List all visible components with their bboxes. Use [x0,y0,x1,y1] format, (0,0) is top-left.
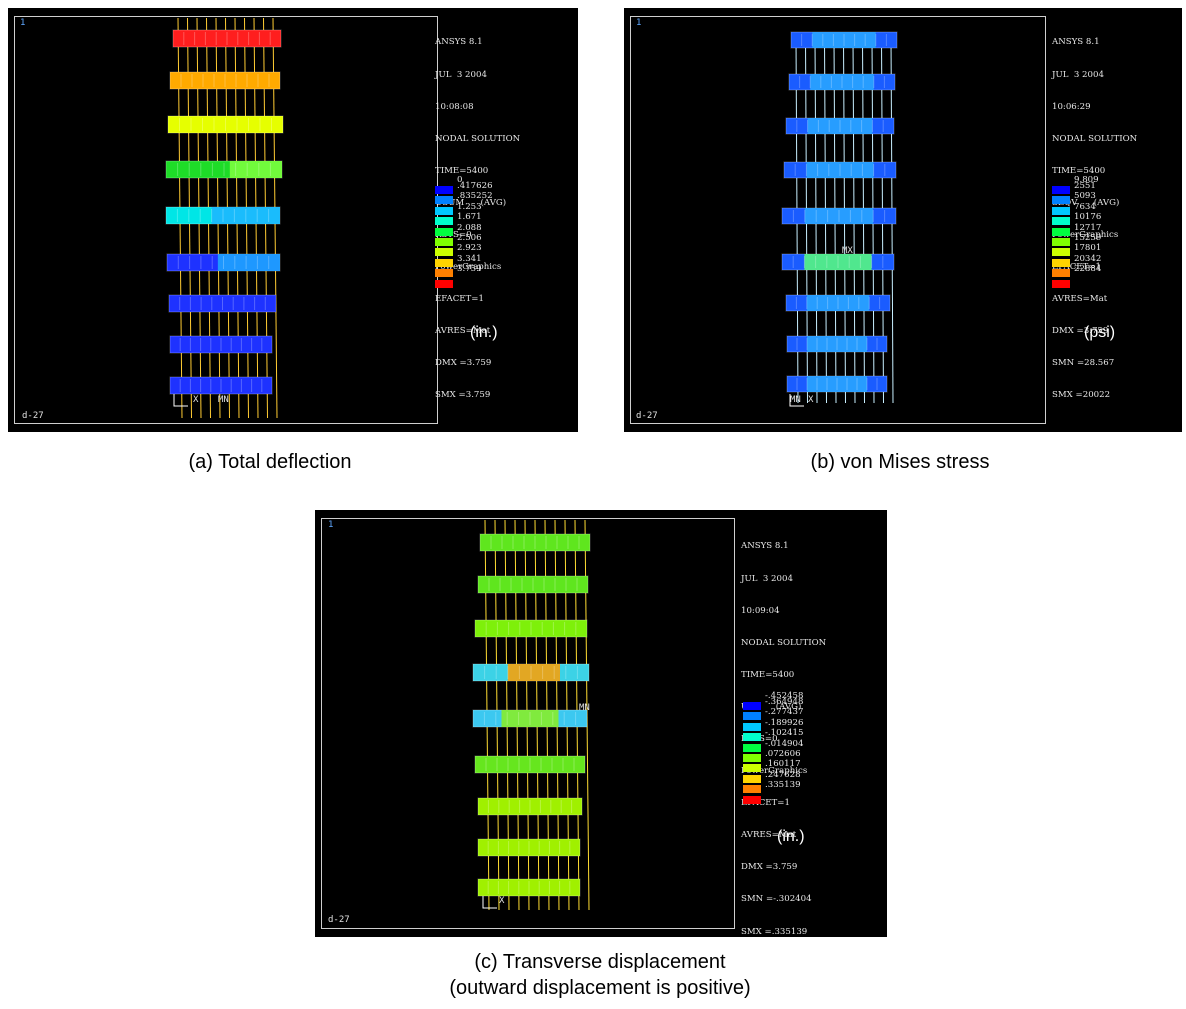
legend-swatch [435,206,453,215]
contour-band [477,878,581,897]
contour-region [217,254,280,271]
displacement-contour-model [472,519,591,911]
mn-marker-label: MN [218,395,229,405]
legend-swatch [1052,269,1070,278]
contour-region [229,161,282,178]
contour-band [477,838,581,857]
panel-total-deflection: 1 d-27 X MN ANSYS 8.1 JUL 3 2004 10:08:0… [8,8,578,432]
contour-region [501,710,559,727]
legend-swatch [435,196,453,205]
deflection-contour-model [165,17,284,419]
legend-swatch [435,217,453,226]
solution-info: ANSYS 8.1 JUL 3 2004 10:08:08 NODAL SOLU… [435,37,521,401]
legend-min-value: -.452458 [765,691,804,701]
legend-swatch [743,712,761,721]
contour-region [807,336,867,352]
legend-swatch [435,186,453,194]
axis-triad-icon [789,394,804,407]
legend-min-value: 0 [457,175,463,185]
legend-swatch [435,248,453,257]
legend-swatch [435,258,453,267]
contour-region [804,254,872,270]
caption-b: (b) von Mises stress [810,451,990,473]
contour-band [168,294,277,313]
contour-band [167,115,284,134]
legend-swatch [1052,248,1070,257]
axis-triad-icon [173,394,188,407]
legend-min-value: 9.809 [1074,175,1099,185]
legend-swatch [435,269,453,278]
mn-marker-label: MN [790,395,801,405]
legend-swatch [743,743,761,752]
unit-label: (psi) [1084,324,1116,341]
contour-region [807,376,867,392]
contour-region [804,208,874,224]
contour-band [477,575,589,594]
contour-band [169,335,273,354]
legend-swatch [743,795,761,804]
solution-info: ANSYS 8.1 JUL 3 2004 10:09:04 NODAL SOLU… [741,541,827,937]
legend-swatch [1052,196,1070,205]
panel-von-mises-stress: 1 d-27 X MN MX ANSYS 8.1 JUL 3 2004 10:0… [624,8,1182,432]
mn-marker-label: MN [579,703,590,713]
model-id-label: d-27 [636,411,658,421]
contour-band [169,71,281,90]
model-id-label: d-27 [22,411,44,421]
legend-swatch [435,279,453,288]
caption-c-line2: (outward displacement is positive) [449,977,751,999]
contour-band [474,619,588,638]
legend-swatch [435,227,453,236]
legend-swatch [1052,258,1070,267]
legend-swatch [743,764,761,773]
plot-frame [630,16,1046,424]
contour-band [172,29,282,48]
contour-region [807,118,873,134]
axis-x-label: X [193,395,199,405]
legend-swatch [1052,279,1070,288]
legend-swatch [743,785,761,794]
legend-swatch [1052,227,1070,236]
legend-swatch [743,722,761,731]
contour-region [812,32,876,48]
window-number: 1 [328,520,334,530]
panel-transverse-displacement: 1 d-27 X MN ANSYS 8.1 JUL 3 2004 10:09:0… [315,510,887,937]
axis-x-label: X [808,395,814,405]
model-id-label: d-27 [328,915,350,925]
legend-swatch [743,733,761,742]
caption-a: (a) Total deflection [188,451,352,473]
legend-swatch [435,237,453,246]
legend-swatch [1052,237,1070,246]
axis-x-label: X [499,896,505,906]
caption-c-line1: (c) Transverse displacement [474,951,726,973]
stress-contour-model [781,31,898,407]
legend-swatch [1052,206,1070,215]
contour-region [507,664,560,681]
legend-swatch [1052,217,1070,226]
solution-info: ANSYS 8.1 JUL 3 2004 10:06:29 NODAL SOLU… [1052,37,1138,401]
window-number: 1 [636,18,642,28]
plot-frame [321,518,735,929]
legend-swatch [1052,186,1070,194]
contour-region [806,295,870,311]
contour-band [169,376,273,395]
unit-label: (in.) [470,324,498,341]
contour-region [806,162,874,178]
contour-band [479,533,591,552]
legend-swatch [743,753,761,762]
unit-label: (in.) [777,828,805,845]
contour-band [474,755,586,774]
contour-region [810,74,874,90]
legend-swatch [743,774,761,783]
contour-band [477,797,583,816]
legend-swatch [743,702,761,710]
axis-triad-icon [482,896,497,909]
window-number: 1 [20,18,26,28]
mx-marker-label: MX [842,246,853,256]
contour-region [211,207,280,224]
